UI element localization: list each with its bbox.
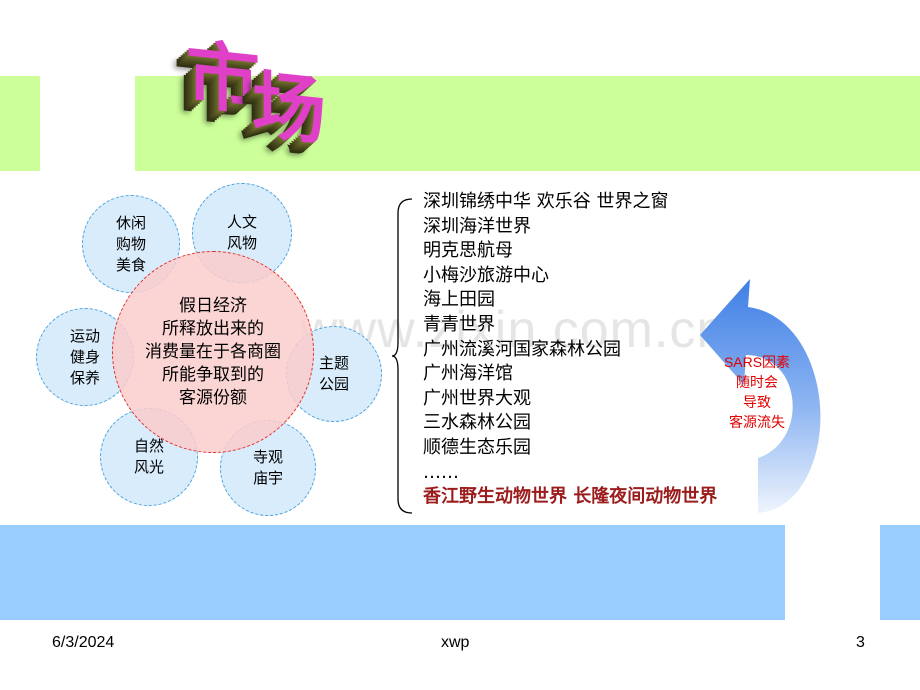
list-item: 明克思航母 [423, 240, 513, 262]
blue-band-right [880, 525, 920, 620]
list-item: 广州流溪河国家森林公园 [423, 338, 621, 360]
slide-title-char-2: 场 [252, 62, 326, 156]
list-item: 广州海洋馆 [423, 363, 513, 385]
list-item: 青青世界 [423, 313, 495, 335]
list-item: 深圳锦绣中华 欢乐谷 世界之窗 [423, 191, 669, 212]
green-band-left [0, 76, 40, 171]
list-item: 广州世界大观 [423, 387, 531, 409]
list-item: 深圳海洋世界 [423, 215, 531, 237]
green-band-main [135, 76, 920, 171]
circular-arrow-icon [700, 279, 821, 513]
footer-author: xwp [441, 634, 470, 651]
left-brace [392, 198, 413, 514]
footer-date: 6/3/2024 [52, 634, 115, 651]
highlight-venue: 香江野生动物世界 长隆夜间动物世界 [423, 486, 718, 508]
venue-list: 深圳锦绣中华 欢乐谷 世界之窗 深圳海洋世界 明克思航母 小梅沙旅游中心 海上田… [423, 190, 717, 510]
blue-band-main [0, 525, 785, 620]
list-item: 三水森林公园 [423, 412, 531, 434]
center-circle: 假日经济 所释放出来的 消费量在于各商圈 所能争取到的 客源份额 [112, 251, 314, 453]
sars-note: SARS因素 随时会 导致 客源流失 [723, 354, 791, 430]
slide-title-char-1: 市 [186, 32, 260, 126]
list-item: …… [423, 461, 459, 483]
list-item: 海上田园 [423, 289, 495, 311]
list-item: 顺德生态乐园 [423, 436, 531, 458]
footer-page-number: 3 [856, 634, 865, 651]
list-item: 小梅沙旅游中心 [423, 264, 549, 286]
